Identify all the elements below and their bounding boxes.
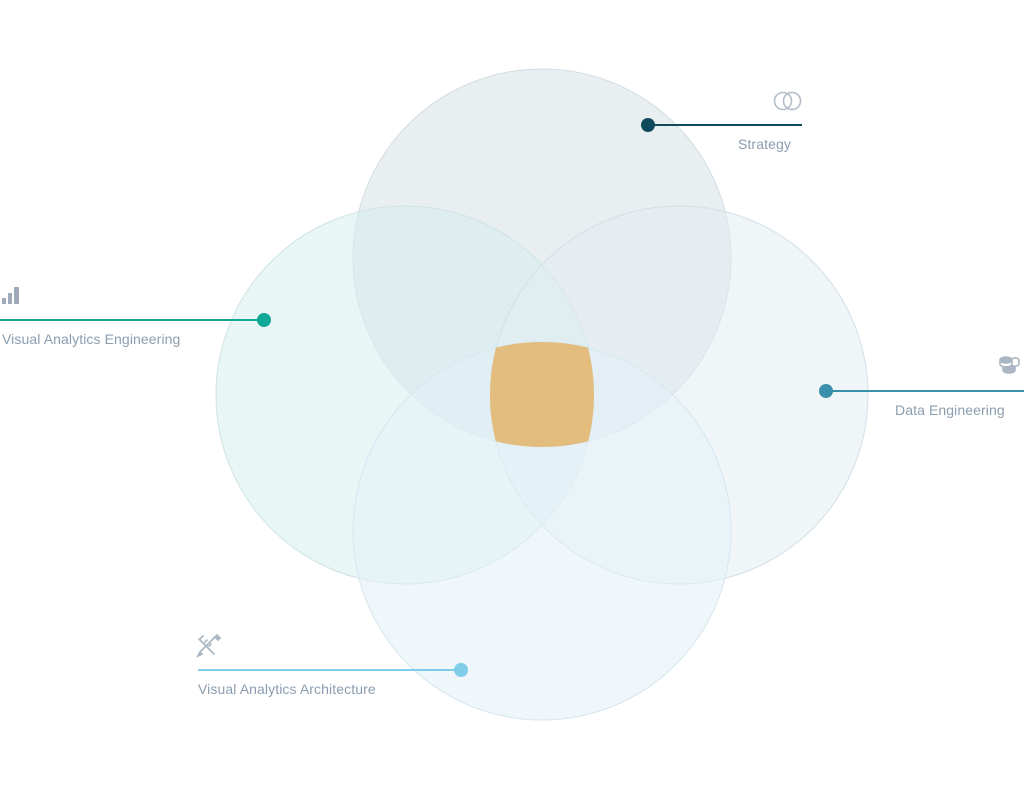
database-icon (999, 356, 1020, 374)
visual-analytics-architecture-label: Visual Analytics Architecture (198, 681, 376, 697)
strategy-connector-dot (641, 118, 655, 132)
pencil-ruler-icon (196, 633, 222, 658)
visual-analytics-engineering-label: Visual Analytics Engineering (2, 331, 181, 347)
strategy-label: Strategy (738, 136, 791, 152)
vaa-connector-dot (454, 663, 468, 677)
two-circles-icon (773, 91, 802, 111)
bar-chart-icon (2, 287, 19, 304)
data-engineering-label: Data Engineering (895, 402, 1005, 418)
vae-connector-dot (257, 313, 271, 327)
de-connector-dot (819, 384, 833, 398)
